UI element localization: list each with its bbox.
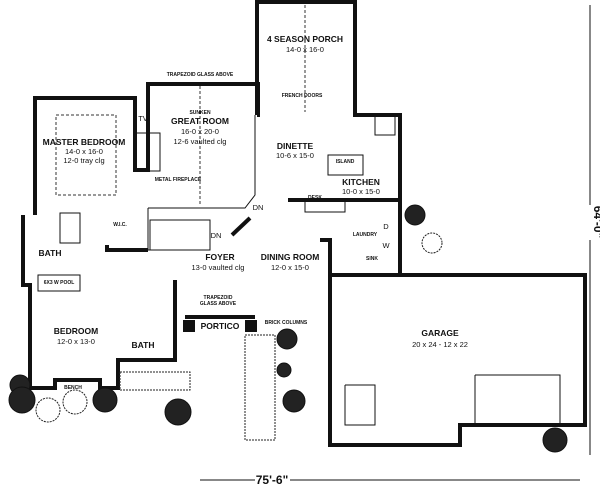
french-doors-label: FRENCH DOORS bbox=[282, 93, 323, 99]
wic-label: W.I.C. bbox=[113, 222, 127, 228]
brick-column bbox=[183, 320, 195, 332]
laundry-label: LAUNDRY bbox=[353, 232, 378, 238]
tv-label: TV bbox=[138, 114, 148, 123]
bench-label: BENCH bbox=[64, 385, 82, 391]
landscaping bbox=[8, 204, 568, 453]
brick-column bbox=[245, 320, 257, 332]
pool-label: 6X3 W POOL bbox=[44, 280, 75, 286]
trapezoid-foyer-note: TRAPEZOID bbox=[204, 295, 233, 301]
dryer-label: D bbox=[383, 222, 389, 231]
dining-room-size: 12-0 x 15-0 bbox=[271, 263, 309, 272]
trapezoid-glass-note: TRAPEZOID GLASS ABOVE bbox=[167, 72, 234, 78]
foyer-label: FOYER bbox=[205, 252, 234, 262]
great-room-ceiling: 12-6 vaulted clg bbox=[174, 137, 227, 146]
dinette-size: 10-6 x 15-0 bbox=[276, 151, 314, 160]
stairs-down-label: DN bbox=[211, 231, 222, 240]
desk-label: DESK bbox=[308, 195, 322, 201]
master-bedroom-size: 14-0 x 16-0 bbox=[65, 147, 103, 156]
foyer-ceiling: 13-0 vaulted clg bbox=[192, 263, 245, 272]
bedroom-size: 12-0 x 13-0 bbox=[57, 337, 95, 346]
fixtures bbox=[37, 5, 396, 292]
dining-room-label: DINING ROOM bbox=[261, 252, 320, 262]
great-room-size: 16-0 x 20-0 bbox=[181, 127, 219, 136]
master-bedroom-ceiling: 12-0 tray clg bbox=[63, 156, 104, 165]
dimension-lines bbox=[200, 5, 591, 481]
depth-dimension: 64'-0" bbox=[591, 206, 600, 239]
brick-columns-label: BRICK COLUMNS bbox=[265, 320, 308, 326]
kitchen-label: KITCHEN bbox=[342, 177, 380, 187]
hall-bath-label: BATH bbox=[132, 340, 155, 350]
portico-label: PORTICO bbox=[201, 321, 240, 331]
washer-label: W bbox=[382, 241, 390, 250]
fireplace-label: METAL FIREPLACE bbox=[155, 177, 202, 183]
bedroom-label: BEDROOM bbox=[54, 326, 98, 336]
island-label: ISLAND bbox=[336, 159, 355, 165]
trapezoid-foyer-note: GLASS ABOVE bbox=[200, 301, 237, 307]
walls bbox=[21, 0, 587, 447]
great-room-prefix: SUNKEN bbox=[189, 110, 211, 116]
garage-size: 20 x 24 - 12 x 22 bbox=[412, 340, 468, 349]
stairs-down-label: DN bbox=[253, 203, 264, 212]
kitchen-size: 10-0 x 15-0 bbox=[342, 187, 380, 196]
width-dimension: 75'-6" bbox=[256, 473, 289, 487]
garage-label: GARAGE bbox=[421, 328, 459, 338]
great-room-label: GREAT ROOM bbox=[171, 116, 229, 126]
porch-label: 4 SEASON PORCH bbox=[267, 34, 343, 44]
sink-label: SINK bbox=[366, 256, 378, 262]
porch-size: 14-0 x 16-0 bbox=[286, 45, 324, 54]
master-bath-label: BATH bbox=[39, 248, 62, 258]
dinette-label: DINETTE bbox=[277, 141, 314, 151]
master-bedroom-label: MASTER BEDROOM bbox=[43, 137, 126, 147]
